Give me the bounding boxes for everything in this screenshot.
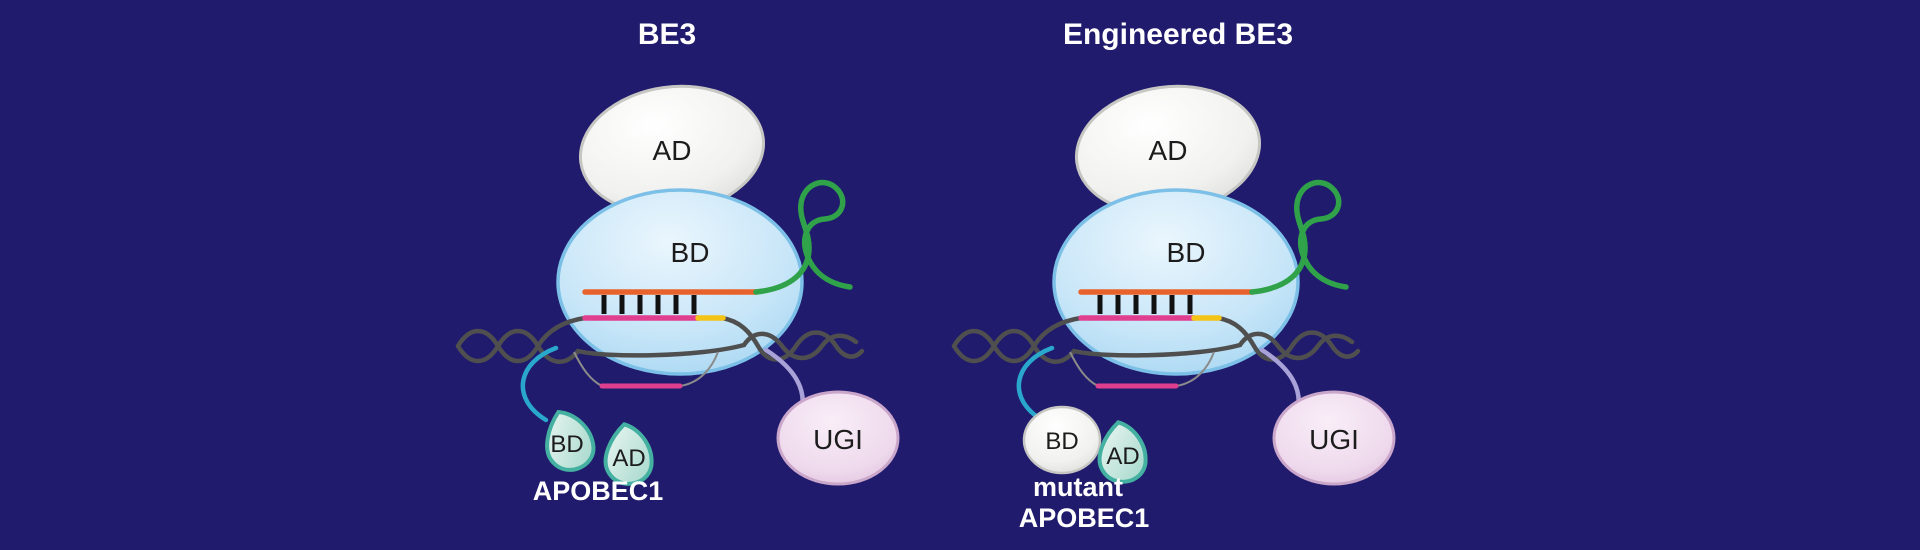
dna-strand-top: [951, 315, 1361, 364]
displaced-strand-connectors: [1069, 351, 1215, 387]
cas9-ad-label: AD: [1149, 135, 1188, 166]
apobec-caption-line2: APOBEC1: [1019, 503, 1150, 533]
apobec-caption-line1: mutant: [1033, 472, 1123, 502]
displaced-strand-connectors: [573, 351, 719, 387]
apobec-ad-leaf: [603, 422, 654, 486]
cas9-bd-label: BD: [1167, 237, 1206, 268]
apobec-bd-label: BD: [550, 431, 583, 458]
engineered-be3-title: Engineered BE3: [1063, 18, 1293, 51]
cas9-bd-domain-ellipse: [556, 188, 804, 376]
base-pairing-ticks: [601, 295, 697, 314]
apobec-bd-label: BD: [1045, 428, 1078, 455]
ugi-label: UGI: [1309, 424, 1359, 455]
be3-diagram: BE3 BD AD APOBEC1 UGI: [455, 18, 900, 506]
ugi-ellipse: [776, 390, 900, 486]
apobec-bd-leaf: [545, 409, 596, 472]
apobec-ad-leaf-shape: [1097, 420, 1148, 484]
cas9-bd-domain-ellipse: [1052, 188, 1300, 376]
engineered-be3-diagram: Engineered BE3 BD AD mutant APOBEC1 UGI: [951, 18, 1396, 533]
sgrna-scaffold-green: [1249, 180, 1349, 295]
dna-strand-top: [455, 315, 865, 364]
apobec-ad-label: AD: [1106, 443, 1139, 470]
apobec-linker-cyan: [520, 345, 559, 423]
apobec-ad-label: AD: [612, 445, 645, 472]
dna-strand-bottom: [455, 328, 859, 364]
cas9-bd-label: BD: [671, 237, 710, 268]
apobec-bd-leaf-shape: [545, 409, 596, 472]
dna-strand-bottom: [951, 328, 1355, 364]
apobec-caption: APOBEC1: [533, 476, 664, 506]
be3-title: BE3: [638, 18, 696, 51]
cas9-ad-label: AD: [653, 135, 692, 166]
apobec-ad-leaf: [1097, 420, 1148, 484]
base-pairing-ticks: [1097, 295, 1193, 314]
apobec-ad-leaf-shape: [603, 422, 654, 486]
sgrna-scaffold-green: [753, 180, 853, 295]
apobec-bd-mutant-ellipse: [1022, 405, 1102, 475]
ugi-ellipse: [1272, 390, 1396, 486]
apobec-linker-cyan: [1016, 345, 1055, 423]
ugi-label: UGI: [813, 424, 863, 455]
